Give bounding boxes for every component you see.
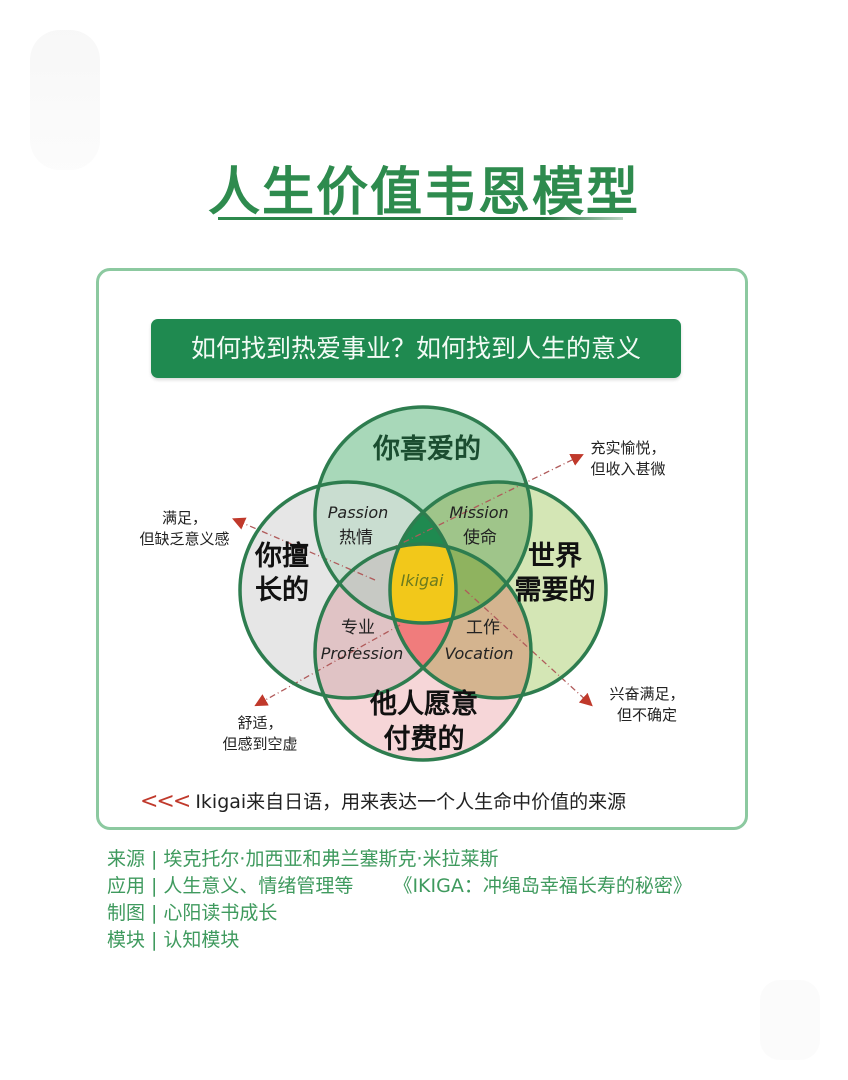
label-world-needs-line2: 需要的 xyxy=(515,574,596,606)
label-paid-for-line1: 他人愿意 xyxy=(369,688,478,720)
overlap-love-world-paid xyxy=(390,544,531,623)
label-passion-zh: 热情 xyxy=(339,528,373,548)
connector-profession xyxy=(254,624,401,707)
label-vocation-en: Vocation xyxy=(444,644,513,663)
label-mission-zh: 使命 xyxy=(463,527,497,548)
question-banner: 如何找到热爱事业？如何找到人生的意义 xyxy=(151,319,681,378)
label-good-at-line2: 长的 xyxy=(255,574,309,606)
note-line: 舒适， xyxy=(237,714,283,732)
circle-outlines xyxy=(238,405,608,762)
meta-row-application: 应用|人生意义、情绪管理等 《IKIGA：冲绳岛幸福长寿的秘密》 xyxy=(107,873,692,900)
meta-key: 制图 xyxy=(107,902,146,924)
meta-row-chart-author: 制图|心阳读书成长 xyxy=(107,900,692,927)
label-profession-zh: 专业 xyxy=(341,618,375,638)
label-ikigai: Ikigai xyxy=(401,571,444,590)
note-mission-tradeoff: 充实愉悦， 但收入甚微 xyxy=(568,438,688,480)
connector-mission xyxy=(391,454,584,549)
note-line: 但缺乏意义感 xyxy=(139,530,230,548)
overlap-fills xyxy=(315,482,531,698)
meta-separator: | xyxy=(151,848,158,870)
note-line: 充实愉悦， xyxy=(590,439,666,457)
background-blur-top xyxy=(30,30,100,170)
meta-separator: | xyxy=(151,902,158,924)
note-line: 但收入甚微 xyxy=(590,460,666,478)
meta-separator: | xyxy=(151,929,158,951)
label-world-needs-line1: 世界 xyxy=(528,541,582,572)
note-profession-tradeoff: 舒适， 但感到空虚 xyxy=(205,713,315,755)
label-paid-for-line2: 付费的 xyxy=(384,723,465,755)
background-blur-bottom xyxy=(760,980,820,1060)
meta-value: 心阳读书成长 xyxy=(163,902,278,924)
note-vocation-tradeoff: 兴奋满足， 但不确定 xyxy=(592,684,702,726)
label-passion-en: Passion xyxy=(328,503,389,522)
overlap-love-good-paid xyxy=(315,544,456,623)
meta-key: 来源 xyxy=(107,848,146,870)
label-love: 你喜爱的 xyxy=(372,433,481,465)
label-mission-en: Mission xyxy=(449,503,508,522)
label-good-at-line1: 你擅 xyxy=(254,540,309,572)
connector-lines xyxy=(232,454,593,707)
meta-row-source: 来源|埃克托尔·加西亚和弗兰塞斯克·米拉莱斯 xyxy=(107,846,692,873)
meta-info: 来源|埃克托尔·加西亚和弗兰塞斯克·米拉莱斯 应用|人生意义、情绪管理等《IKI… xyxy=(107,846,692,954)
note-line: 但感到空虚 xyxy=(222,735,298,753)
note-line: 但不确定 xyxy=(616,706,677,724)
connector-vocation xyxy=(464,589,593,707)
label-profession-en: Profession xyxy=(321,644,404,663)
meta-value: 埃克托尔·加西亚和弗兰塞斯克·米拉莱斯 xyxy=(163,848,499,870)
ikigai-footnote: <<<Ikigai来自日语，用来表达一个人生命中价值的来源 xyxy=(140,787,626,814)
meta-row-module: 模块|认知模块 xyxy=(107,927,692,954)
page-title: 人生价值韦恩模型 xyxy=(207,163,640,223)
note-passion-tradeoff: 满足， 但缺乏意义感 xyxy=(122,508,247,550)
book-title: 《IKIGA：冲绳岛幸福长寿的秘密》 xyxy=(393,875,692,897)
note-line: 满足， xyxy=(161,509,207,527)
diagram-frame xyxy=(96,268,748,830)
connector-passion xyxy=(232,517,376,581)
chevrons-left-icon: <<< xyxy=(140,789,191,814)
footnote-text: Ikigai来自日语，用来表达一个人生命中价值的来源 xyxy=(195,791,627,813)
title-underline xyxy=(218,217,623,220)
meta-value: 认知模块 xyxy=(163,929,240,951)
label-vocation-zh: 工作 xyxy=(466,618,500,638)
meta-value: 人生意义、情绪管理等 xyxy=(163,875,354,897)
meta-key: 模块 xyxy=(107,929,146,951)
meta-separator: | xyxy=(151,875,158,897)
meta-key: 应用 xyxy=(107,875,146,897)
note-line: 兴奋满足， xyxy=(609,685,685,703)
